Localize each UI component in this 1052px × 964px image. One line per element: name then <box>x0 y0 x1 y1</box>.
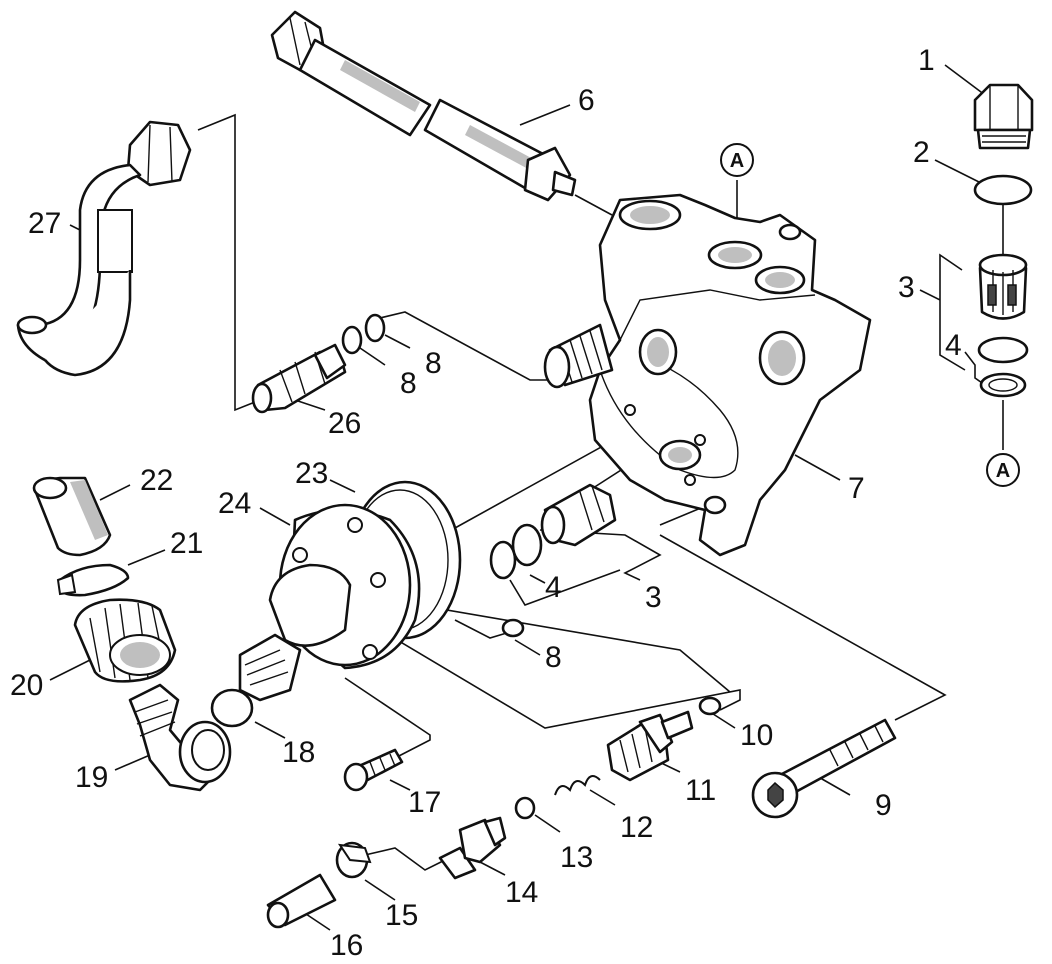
part-9-bolt <box>751 718 897 819</box>
part-1-plug <box>973 83 1034 150</box>
callout-26: 26 <box>328 407 361 440</box>
part-15-clamp <box>335 841 372 879</box>
part-2-o-ring <box>973 174 1033 206</box>
part-10-seal <box>698 696 722 716</box>
part-18-o-ring <box>210 688 254 728</box>
part-24-flange <box>238 503 421 702</box>
marker-text: A <box>996 460 1010 482</box>
part-26-valve-insert <box>251 343 347 414</box>
callout-20: 20 <box>10 669 43 702</box>
marker-text: A <box>730 150 744 172</box>
callout-22: 22 <box>140 464 173 497</box>
callout-8: 8 <box>425 347 442 380</box>
callout-9: 9 <box>875 789 892 822</box>
callout-19: 19 <box>75 761 108 794</box>
part-4-o-rings <box>977 336 1029 398</box>
callout-8: 8 <box>400 367 417 400</box>
callout-7: 7 <box>848 472 865 505</box>
part-11-valve-body <box>606 710 694 782</box>
part-8-small-o-rings <box>341 313 386 355</box>
callout-labels: 1 2 3 4 6 7 8 8 26 27 22 21 23 24 20 19 … <box>10 44 962 962</box>
part-13-seal <box>514 796 536 820</box>
callout-17: 17 <box>408 786 441 819</box>
callout-11: 11 <box>685 774 716 807</box>
callout-27: 27 <box>28 207 61 240</box>
reference-marker-a-right: A <box>986 453 1020 487</box>
part-19-elbow-fitting <box>128 683 232 792</box>
callout-23: 23 <box>295 457 328 490</box>
callout-6: 6 <box>578 84 595 117</box>
reference-marker-a-top: A <box>720 143 754 177</box>
callout-1: 1 <box>918 44 935 77</box>
part-3-lower-valve <box>540 483 617 547</box>
callout-24: 24 <box>218 487 251 520</box>
callout-12: 12 <box>620 811 653 844</box>
callout-3: 3 <box>645 581 662 614</box>
part-22-hose-sleeve <box>32 476 112 557</box>
part-3-valve-cage <box>978 253 1028 320</box>
callout-4: 4 <box>545 571 562 604</box>
part-17-screw <box>343 748 404 792</box>
callout-15: 15 <box>385 899 418 932</box>
callout-13: 13 <box>560 841 593 874</box>
callout-10: 10 <box>740 719 773 752</box>
part-20-union-nut <box>73 598 177 683</box>
callout-16: 16 <box>330 929 363 962</box>
part-8-lower-o-ring <box>501 618 525 638</box>
callout-2: 2 <box>913 136 930 169</box>
part-14-nozzle-fitting <box>438 816 507 880</box>
part-16-hose <box>266 873 337 929</box>
callout-4: 4 <box>945 329 962 362</box>
part-12-spring <box>554 775 601 796</box>
callout-8: 8 <box>545 641 562 674</box>
part-7-pump-block <box>543 193 872 557</box>
callout-3: 3 <box>898 271 915 304</box>
part-21-hose-clamp <box>56 563 130 597</box>
part-6-hose <box>270 10 577 202</box>
part-27-bent-hose <box>16 120 192 377</box>
callout-18: 18 <box>282 736 315 769</box>
callout-21: 21 <box>170 527 203 560</box>
callout-14: 14 <box>505 876 538 909</box>
part-4-lower-o-rings <box>489 523 543 580</box>
